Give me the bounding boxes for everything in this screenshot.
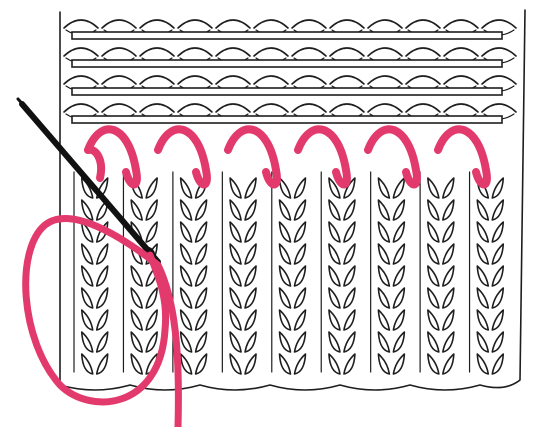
garter-ridge-bar <box>72 116 502 123</box>
garter-ridge-bar <box>72 32 502 39</box>
garter-ridge-bar <box>72 60 502 67</box>
garter-ridge-bar <box>72 88 502 95</box>
